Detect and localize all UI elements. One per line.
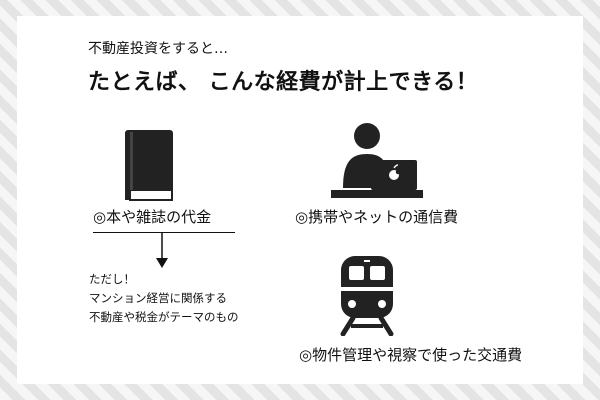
train-icon xyxy=(340,256,394,336)
headline: たとえば、 こんな経費が計上できる！ xyxy=(88,70,479,95)
caption-books: ◎本や雑誌の代金 xyxy=(93,208,212,226)
intro-text: 不動産投資をすると… xyxy=(88,41,228,57)
caption-transportation: ◎物件管理や視察で使った交通費 xyxy=(299,346,523,364)
note-line: 不動産や税金がテーマのもの xyxy=(89,310,239,324)
person-laptop-icon xyxy=(331,123,423,198)
caption-communication: ◎携帯やネットの通信費 xyxy=(295,208,459,226)
content-card: 不動産投資をすると… たとえば、 こんな経費が計上できる！ ◎本や雑誌の代金 ◎… xyxy=(17,16,583,384)
book-icon xyxy=(125,130,173,201)
arrow-down-icon xyxy=(156,233,168,268)
note-line: マンション経営に関係する xyxy=(89,291,227,305)
note-line: ただし！ xyxy=(89,272,135,286)
underline-divider xyxy=(93,232,235,233)
